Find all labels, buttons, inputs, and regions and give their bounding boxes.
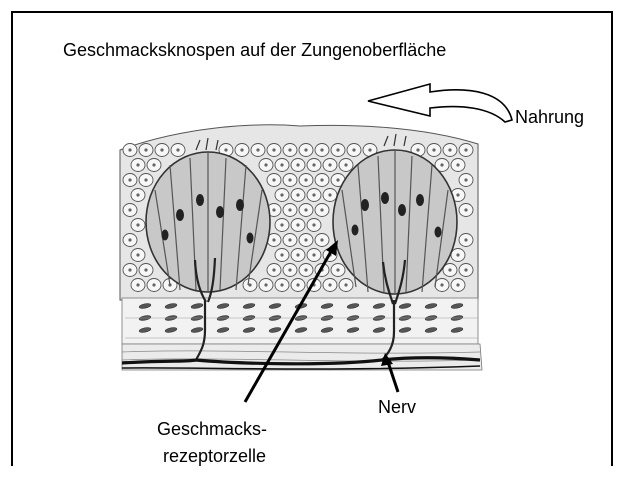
cell-nucleus — [448, 268, 451, 271]
cell-nucleus — [128, 208, 131, 211]
cell-nucleus — [464, 208, 467, 211]
nerve-label: Nerv — [378, 397, 416, 418]
cell-nucleus — [344, 163, 347, 166]
cell-nucleus — [272, 148, 275, 151]
cell-nucleus — [128, 178, 131, 181]
cell-nucleus — [128, 268, 131, 271]
cell-nucleus — [136, 253, 139, 256]
cell-nucleus — [328, 193, 331, 196]
cell-nucleus — [248, 283, 251, 286]
cell-nucleus — [136, 223, 139, 226]
cell-nucleus — [320, 178, 323, 181]
cell-nucleus — [456, 193, 459, 196]
cell-nucleus — [320, 208, 323, 211]
cell-nucleus — [328, 163, 331, 166]
receptor-label-line1: Geschmacks- — [157, 419, 267, 440]
cell-nucleus — [288, 268, 291, 271]
cell-nucleus — [136, 283, 139, 286]
cell-nucleus — [272, 238, 275, 241]
cell-nucleus — [264, 163, 267, 166]
cell-nucleus — [128, 148, 131, 151]
cell-nucleus — [464, 178, 467, 181]
cell-nucleus — [280, 223, 283, 226]
cell-nucleus — [144, 178, 147, 181]
cell-nucleus — [312, 163, 315, 166]
cell-nucleus — [320, 148, 323, 151]
cell-nucleus — [304, 208, 307, 211]
cell-nucleus — [304, 268, 307, 271]
cell-nucleus — [128, 238, 131, 241]
food-arrow-icon — [368, 84, 512, 122]
cell-nucleus — [464, 148, 467, 151]
cell-nucleus — [296, 193, 299, 196]
cell-nucleus — [456, 163, 459, 166]
cell-nucleus — [312, 193, 315, 196]
cell-nucleus — [136, 163, 139, 166]
cell-nucleus — [288, 178, 291, 181]
cell-nucleus — [272, 208, 275, 211]
cell-nucleus — [288, 208, 291, 211]
cell-nucleus — [304, 178, 307, 181]
cell-nucleus — [448, 148, 451, 151]
cell-nucleus — [456, 283, 459, 286]
cell-nucleus — [280, 193, 283, 196]
cell-nucleus — [280, 163, 283, 166]
cell-nucleus — [160, 148, 163, 151]
receptor-label-line2: rezeptorzelle — [163, 446, 266, 467]
cell-nucleus — [280, 283, 283, 286]
food-label: Nahrung — [515, 107, 584, 128]
cell-nucleus — [336, 178, 339, 181]
cell-nucleus — [320, 238, 323, 241]
cell-nucleus — [176, 148, 179, 151]
cell-nucleus — [288, 238, 291, 241]
cell-nucleus — [440, 283, 443, 286]
cell-nucleus — [312, 223, 315, 226]
cell-nucleus — [264, 283, 267, 286]
cell-nucleus — [272, 178, 275, 181]
cell-nucleus — [464, 268, 467, 271]
diagram-title: Geschmacksknospen auf der Zungenoberfläc… — [63, 40, 446, 61]
cell-nucleus — [464, 238, 467, 241]
cell-nucleus — [344, 283, 347, 286]
cell-nucleus — [288, 148, 291, 151]
cell-nucleus — [240, 148, 243, 151]
cell-nucleus — [432, 148, 435, 151]
cell-nucleus — [440, 163, 443, 166]
cell-nucleus — [368, 148, 371, 151]
cell-nucleus — [312, 253, 315, 256]
cell-nucleus — [352, 148, 355, 151]
cell-nucleus — [296, 163, 299, 166]
cell-nucleus — [152, 163, 155, 166]
cell-nucleus — [296, 253, 299, 256]
cell-nucleus — [416, 148, 419, 151]
cell-nucleus — [336, 268, 339, 271]
cell-nucleus — [296, 223, 299, 226]
cell-nucleus — [304, 238, 307, 241]
cell-nucleus — [224, 148, 227, 151]
cell-nucleus — [272, 268, 275, 271]
cell-nucleus — [144, 148, 147, 151]
cell-nucleus — [136, 193, 139, 196]
cell-nucleus — [304, 148, 307, 151]
cell-nucleus — [280, 253, 283, 256]
cell-nucleus — [336, 148, 339, 151]
cell-nucleus — [328, 283, 331, 286]
cell-nucleus — [296, 283, 299, 286]
cell-nucleus — [152, 283, 155, 286]
cell-nucleus — [144, 268, 147, 271]
cell-nucleus — [256, 148, 259, 151]
cell-nucleus — [456, 253, 459, 256]
